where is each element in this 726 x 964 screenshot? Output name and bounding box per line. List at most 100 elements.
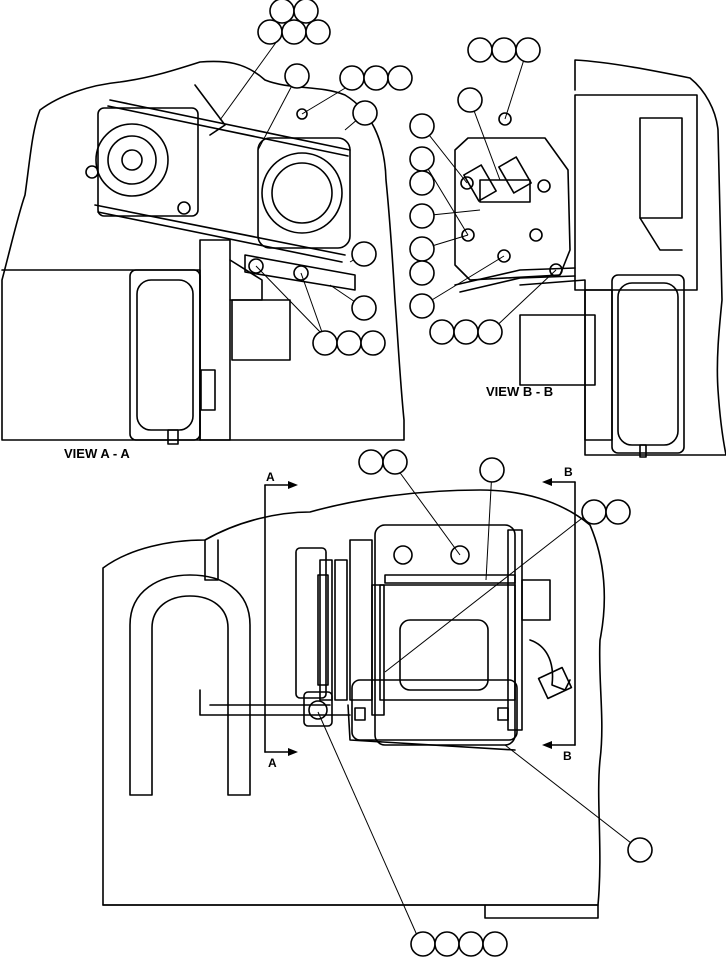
main-nut: [354, 707, 366, 721]
view-a-pump-inner: [271, 162, 333, 224]
view-b-leader: [489, 269, 557, 333]
view-b-outline: [519, 59, 726, 456]
view-b-terminal-block: [479, 179, 531, 203]
main-elbow: [529, 639, 571, 691]
view-b-body: [574, 94, 698, 291]
main-pivot-bolt: [308, 700, 328, 720]
view-a-cover: [194, 84, 226, 136]
view-a-solenoid: [231, 299, 291, 361]
view-a-pump-body: [257, 137, 351, 249]
callout-a-strap-lower[interactable]: [351, 295, 377, 321]
view-b-block-inner: [617, 282, 679, 446]
section-marker-a-bottom: A: [268, 756, 277, 770]
view-a-block: [129, 269, 201, 441]
view-a-leader: [255, 265, 324, 336]
view-a-strap-bolt: [293, 265, 309, 281]
main-pulley: [319, 559, 333, 701]
main-view-drawing: [102, 469, 641, 943]
view-a-outline: [1, 60, 405, 441]
view-a-pin: [167, 429, 179, 445]
callout-a-left[interactable]: [284, 63, 310, 89]
main-pulley: [334, 559, 348, 701]
view-b-leader: [421, 255, 505, 307]
view-b-bolt: [498, 112, 512, 126]
callout-main-bracket[interactable]: [627, 837, 653, 863]
main-shelf: [199, 689, 351, 716]
callouts-view-a: [257, 0, 413, 356]
view-a-bolt: [85, 165, 99, 179]
view-a-leader: [300, 272, 324, 336]
callout-main-strap[interactable]: [479, 457, 505, 483]
callout-a-right[interactable]: [352, 100, 378, 126]
main-bolt: [393, 545, 413, 565]
view-a-drawing: [1, 29, 405, 445]
view-b-bolt: [460, 176, 474, 190]
main-nut: [497, 707, 509, 721]
section-marker-a-top: A: [266, 470, 275, 484]
callouts-view-b[interactable]: [409, 37, 541, 345]
section-arrow-b-top-head: [542, 478, 552, 486]
callout-group-main-bottom[interactable]: [410, 931, 508, 957]
view-a-belt: [97, 211, 343, 263]
callout-group-a-low[interactable]: [312, 330, 386, 356]
main-alt-case: [379, 584, 516, 701]
view-a-belt: [107, 105, 349, 157]
callout-group-main-right[interactable]: [581, 499, 631, 525]
main-u-pipe: [129, 574, 251, 796]
callout-group-a-mid[interactable]: [339, 65, 413, 91]
view-b-strap: [459, 275, 576, 293]
view-b-panel: [639, 117, 683, 219]
main-alt-window: [399, 619, 489, 691]
callout-group-main-top[interactable]: [358, 449, 408, 475]
callouts-main[interactable]: [358, 449, 653, 957]
main-leader: [504, 744, 641, 851]
callout-group-b-low[interactable]: [429, 319, 503, 345]
view-a-pump-outer: [261, 152, 343, 234]
main-pulley-face: [317, 574, 329, 686]
view-b-pin: [639, 444, 647, 458]
main-outline: [102, 489, 606, 906]
callout-b-side[interactable]: [409, 113, 435, 319]
view-a-pulley-hub: [121, 149, 143, 171]
main-bolt: [450, 545, 470, 565]
view-b-bolt: [529, 228, 543, 242]
main-base: [102, 904, 599, 919]
view-a-bracket-foot: [229, 259, 263, 301]
view-b-terminal: [498, 156, 532, 194]
main-leader: [397, 469, 461, 556]
view-b-plate: [454, 137, 571, 281]
view-b-bolt: [537, 179, 551, 193]
main-bracket-plate: [351, 679, 518, 741]
view-a-alt-housing: [97, 107, 199, 217]
view-a-bolt: [296, 108, 308, 120]
section-marker-b-bottom: B: [563, 749, 572, 763]
view-b-leader: [421, 158, 469, 236]
section-marker-b-top: B: [564, 465, 573, 479]
view-b-strap: [454, 267, 576, 286]
callout-a-strap[interactable]: [351, 241, 377, 267]
view-a-bolt: [177, 201, 191, 215]
main-mount: [349, 539, 373, 701]
view-b-drawing: [421, 49, 726, 458]
main-pulley-housing: [295, 547, 327, 699]
view-b-panel-foot: [639, 217, 683, 251]
view-a-strap-bolt: [248, 258, 264, 274]
view-a-strap: [244, 254, 356, 291]
view-a-lug: [200, 369, 216, 411]
callout-b-terminal[interactable]: [457, 87, 483, 113]
view-a-belt: [94, 204, 346, 256]
callout-group-b-top[interactable]: [467, 37, 541, 63]
main-leader: [317, 711, 421, 943]
callout-group-a-top[interactable]: [257, 0, 331, 45]
view-a-pulley-inner: [107, 135, 157, 185]
main-alt-flange: [507, 529, 523, 731]
section-arrow-a-bottom-head: [288, 748, 298, 756]
view-a-belt: [109, 99, 351, 151]
main-alt-flange: [371, 584, 385, 716]
view-a-bracket: [199, 239, 231, 441]
main-edge: [204, 539, 219, 581]
view-a-label: VIEW A - A: [64, 446, 130, 461]
main-connector: [521, 579, 551, 621]
view-a-pulley-outer: [95, 123, 169, 197]
section-arrow-a-top-head: [288, 481, 298, 489]
